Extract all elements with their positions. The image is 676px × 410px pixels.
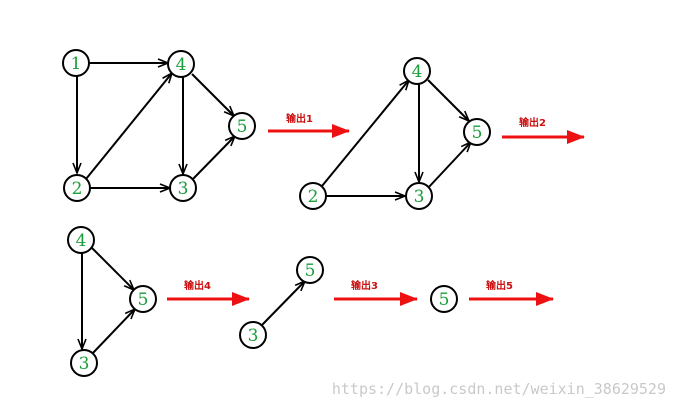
edge-4-5 (191, 73, 234, 116)
step-arrow-1: 输出1 (268, 112, 350, 138)
node-label: 4 (176, 55, 187, 75)
step-arrow-2: 输出2 (502, 116, 585, 144)
edge-3-5 (427, 142, 471, 189)
node: 5 (129, 285, 157, 313)
step-arrow-5: 输出5 (469, 279, 554, 306)
graph-2: 4 5 2 3 (299, 57, 491, 210)
node-label: 4 (412, 62, 423, 82)
edge-3-5 (191, 136, 235, 181)
node-label: 1 (71, 54, 82, 74)
node: 4 (403, 57, 431, 85)
node-label: 4 (76, 231, 87, 251)
node: 3 (405, 182, 433, 210)
step-label: 输出3 (351, 279, 378, 292)
node-label: 5 (305, 261, 316, 281)
edge-3-5 (91, 309, 135, 355)
node-label: 5 (439, 290, 450, 310)
node: 4 (67, 226, 95, 254)
node-label: 3 (178, 179, 189, 199)
node: 2 (299, 182, 327, 210)
graph-5: 5 (430, 285, 458, 313)
step-label: 输出1 (286, 112, 313, 125)
edge-2-4 (85, 73, 172, 180)
node-label: 3 (414, 187, 425, 207)
node-label: 2 (308, 187, 319, 207)
step-arrow-3: 输出4 (167, 279, 250, 306)
step-arrow-4: 输出3 (334, 279, 418, 306)
node-label: 2 (72, 179, 83, 199)
graph-4: 5 3 (239, 256, 324, 349)
node: 2 (63, 174, 91, 202)
graph-3: 4 5 3 (67, 226, 157, 377)
node: 3 (169, 174, 197, 202)
node: 5 (296, 256, 324, 284)
node: 3 (239, 321, 267, 349)
edge-4-5 (91, 247, 134, 290)
node: 1 (62, 49, 90, 77)
graph-1: 1 4 5 2 3 (62, 49, 256, 202)
node-label: 5 (138, 290, 149, 310)
edge-2-4 (321, 80, 409, 187)
step-label: 输出4 (184, 279, 211, 292)
node: 5 (463, 118, 491, 146)
node: 3 (70, 349, 98, 377)
step-label: 输出5 (486, 279, 513, 292)
node-label: 5 (472, 123, 483, 143)
edge-4-5 (427, 79, 469, 121)
edge-3-5 (261, 281, 305, 326)
node: 4 (167, 50, 195, 78)
node: 5 (430, 285, 458, 313)
node-label: 3 (79, 354, 90, 374)
node: 5 (228, 112, 256, 140)
node-label: 3 (248, 326, 259, 346)
node-label: 5 (237, 117, 248, 137)
step-label: 输出2 (519, 116, 546, 129)
watermark-text: https://blog.csdn.net/weixin_38629529 (332, 380, 666, 398)
